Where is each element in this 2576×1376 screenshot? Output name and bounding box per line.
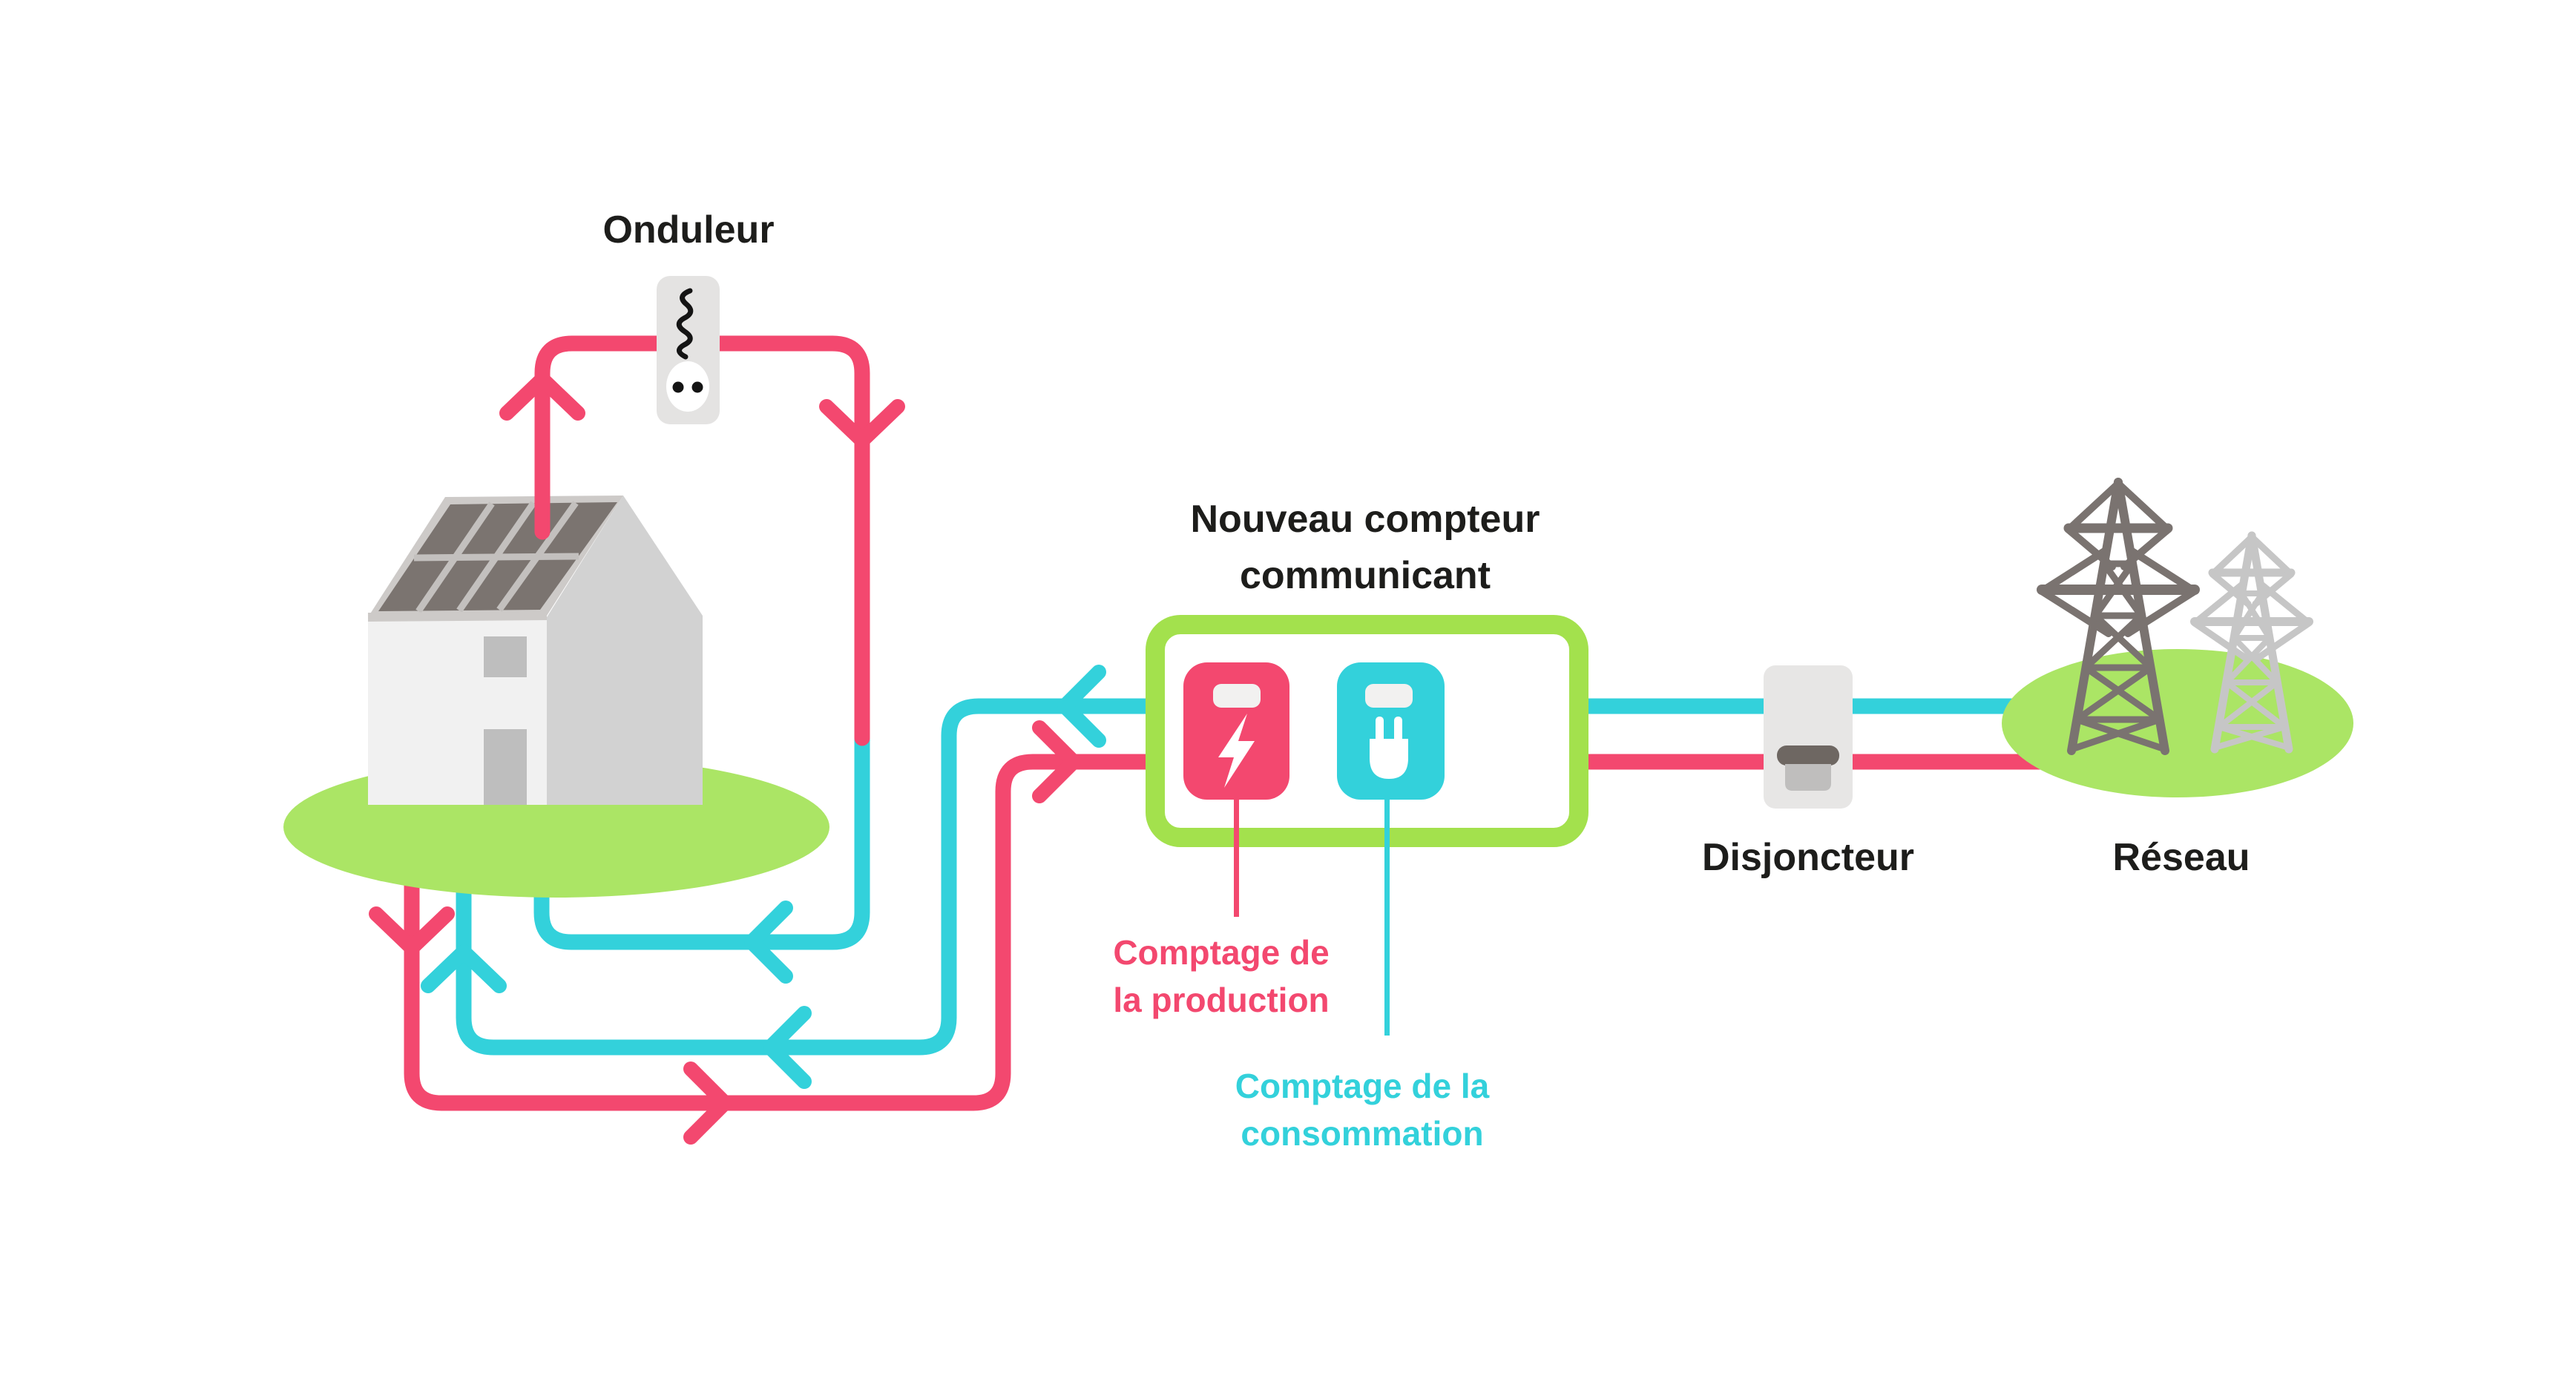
- production-caption: Comptage de la production: [1113, 929, 1329, 1024]
- consumption-caption: Comptage de la consommation: [1235, 1062, 1490, 1157]
- consumption-caption-line2: consommation: [1241, 1114, 1484, 1153]
- production-flow-line: [404, 754, 2056, 1111]
- inverter-label: Onduleur: [602, 208, 775, 251]
- house-window: [484, 636, 527, 677]
- production-caption-line1: Comptage de: [1113, 933, 1330, 972]
- inverter-icon: [657, 276, 720, 424]
- smart-meter-box: [1146, 615, 1588, 1036]
- arrow-right-icon: [1032, 720, 1081, 803]
- house-door: [484, 729, 527, 805]
- smart-meter-label-line1: Nouveau compteur: [1190, 498, 1540, 541]
- arrow-right-icon: [683, 1061, 732, 1145]
- breaker-icon: [1764, 665, 1853, 809]
- house-icon: [367, 496, 703, 805]
- arrow-down-icon: [819, 399, 905, 448]
- arrow-up-icon: [421, 944, 507, 993]
- plug-icon: [1370, 717, 1408, 779]
- pylon-small-icon: [2190, 531, 2313, 754]
- production-pointer-line: [1234, 800, 1239, 917]
- consumption-flow-line: [456, 698, 2041, 1056]
- breaker-label: Disjoncteur: [1701, 836, 1915, 879]
- smart-meter-label: Nouveau compteur communicant: [1191, 491, 1540, 604]
- consumption-branch-line: [533, 730, 870, 950]
- arrow-left-icon: [1057, 665, 1106, 748]
- production-caption-line2: la production: [1113, 981, 1330, 1019]
- arrow-down-icon: [369, 906, 455, 955]
- arrow-left-icon: [744, 901, 793, 984]
- lightning-bolt-icon: [1218, 714, 1255, 788]
- ac-wave-icon: [676, 288, 694, 360]
- consumption-pointer-line: [1384, 800, 1390, 1036]
- arrow-up-icon: [499, 372, 585, 421]
- solar-panels-icon: [367, 496, 623, 622]
- arrow-left-icon: [763, 1006, 812, 1089]
- socket-icon: [666, 361, 709, 412]
- smart-meter-label-line2: communicant: [1239, 554, 1491, 597]
- consumption-meter-icon: [1337, 662, 1445, 800]
- grid-label: Réseau: [2112, 836, 2250, 879]
- consumption-caption-line1: Comptage de la: [1235, 1067, 1490, 1105]
- ground-ellipse-grid: [2002, 649, 2353, 797]
- pylon-large-icon: [2037, 478, 2200, 755]
- house-side-wall: [547, 496, 703, 805]
- production-meter-icon: [1183, 662, 1289, 800]
